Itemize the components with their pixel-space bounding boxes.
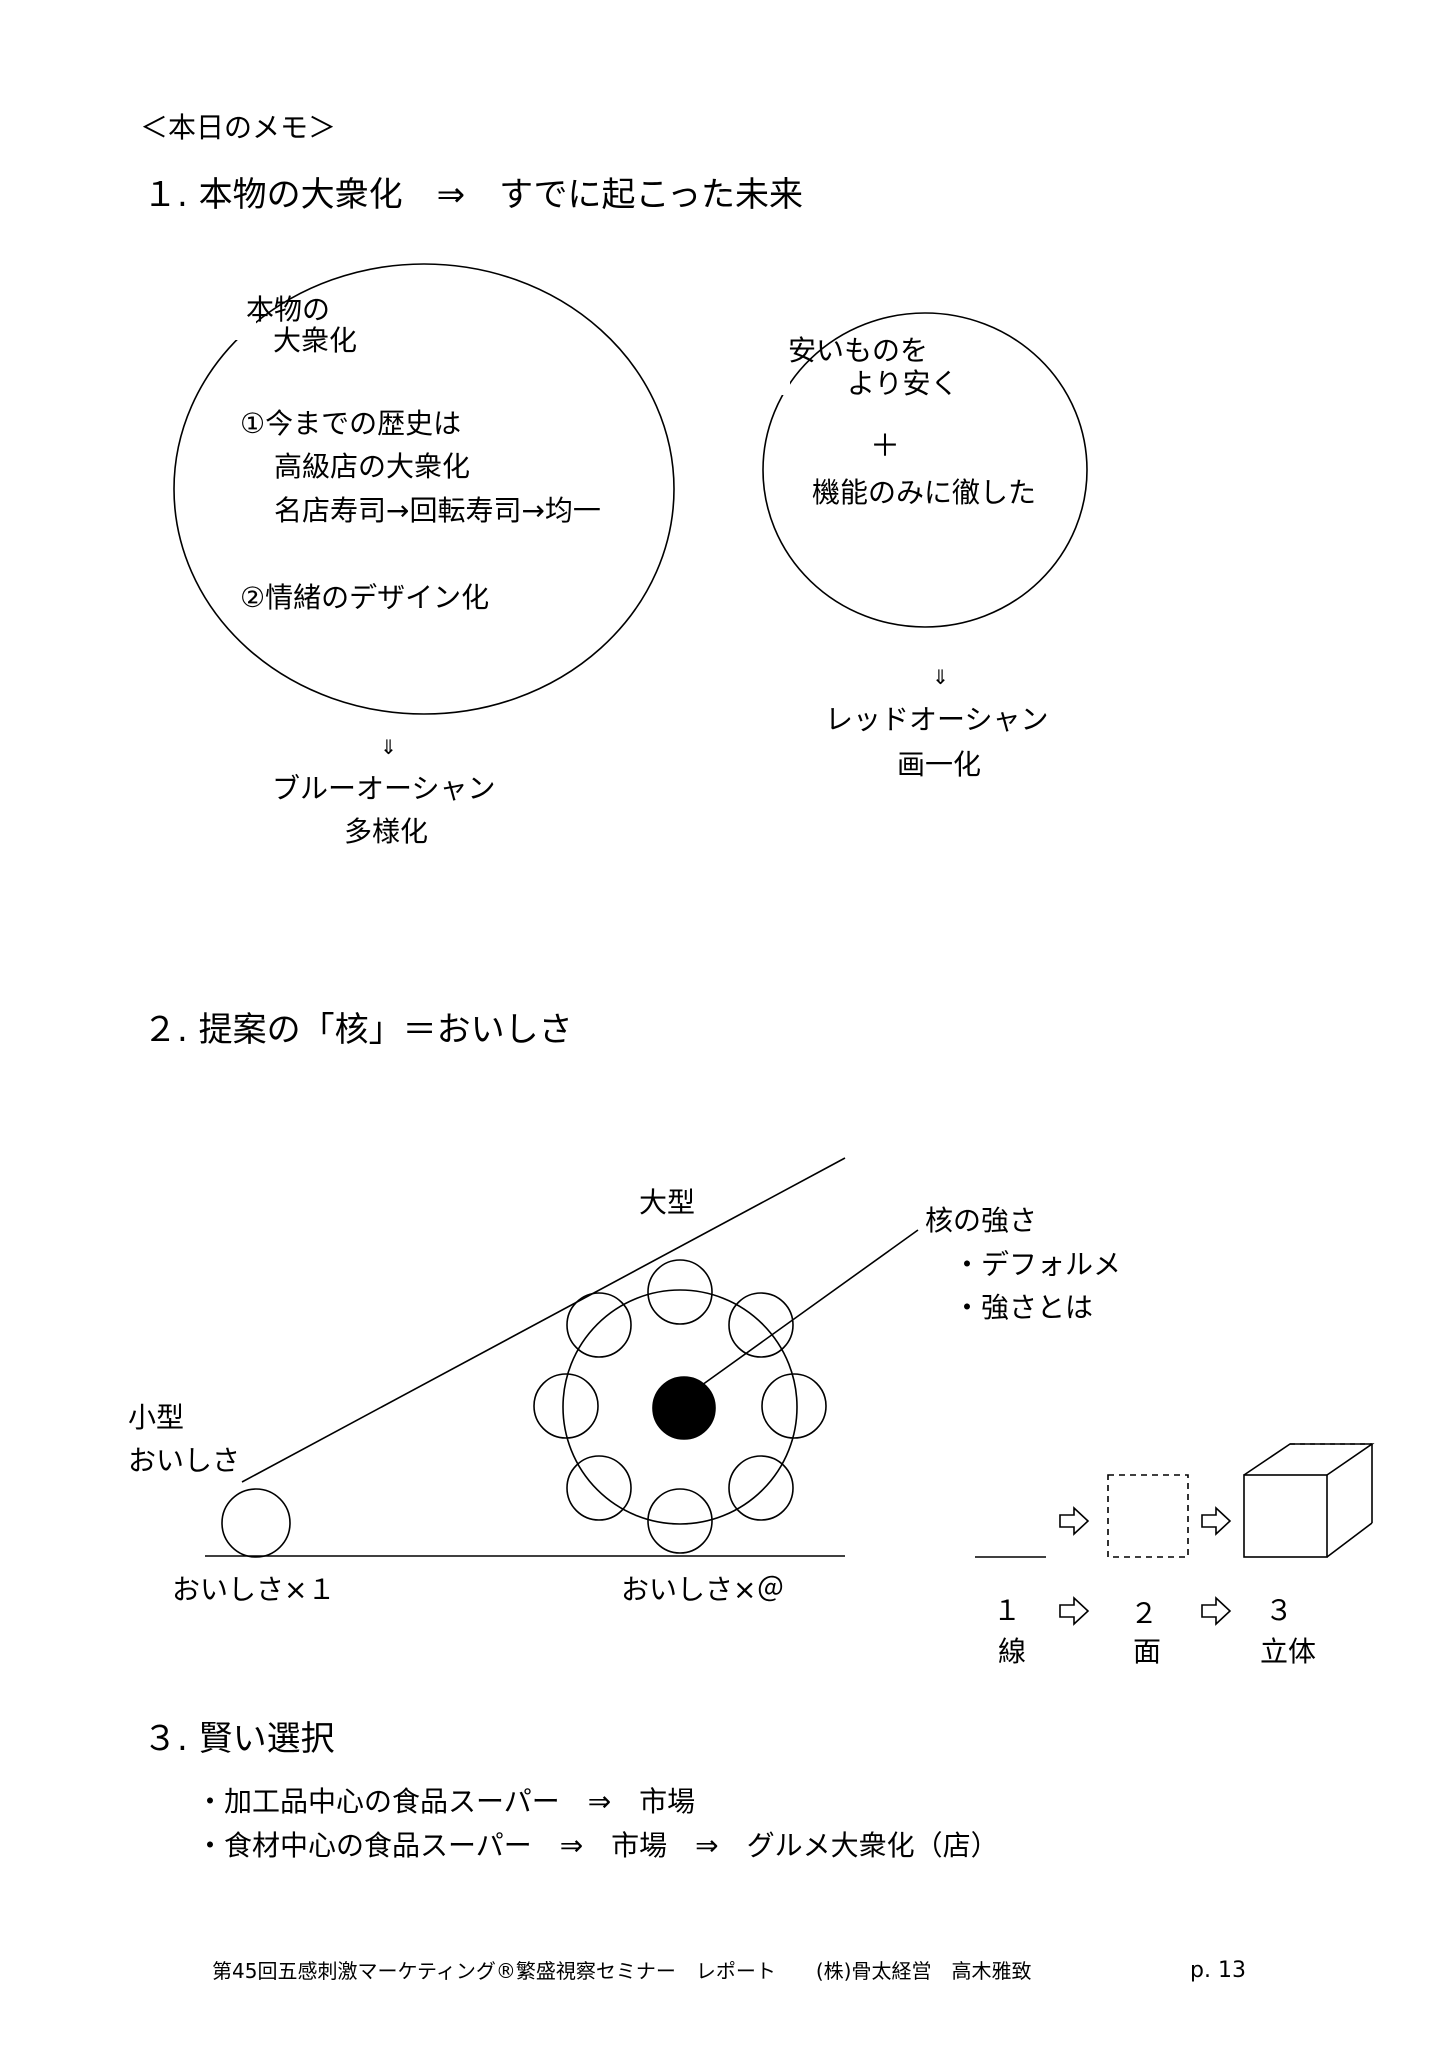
- right-circle-line-3: 機能のみに徹した: [812, 476, 1037, 509]
- arrow-right-icon-3: [1059, 1596, 1090, 1626]
- dimension-3-label: 立体: [1260, 1635, 1317, 1668]
- design-point: ②情緒のデザイン化: [240, 581, 490, 614]
- core-dot: [652, 1376, 716, 1440]
- right-circle-line-2: より安く: [847, 367, 959, 400]
- orbit-circle-top-right: [728, 1292, 794, 1358]
- dimension-1-label: 線: [998, 1635, 1027, 1668]
- orbit-circle-right: [761, 1373, 827, 1439]
- right-down-arrow: ⇓: [932, 665, 949, 689]
- small-label: 小型: [128, 1401, 185, 1434]
- oishisa-times-one: おいしさ×１: [172, 1573, 336, 1606]
- history-detail-2: 名店寿司→回転寿司→均一: [274, 494, 601, 527]
- orbit-circle-top-left: [566, 1292, 632, 1358]
- arrow-right-icon-2: [1201, 1506, 1232, 1536]
- dimension-square-2d: [1107, 1474, 1189, 1558]
- right-circle: [762, 312, 1088, 628]
- strength-bullet: ・強さとは: [953, 1291, 1094, 1324]
- arrow-right-icon-1: [1059, 1506, 1090, 1536]
- orbit-circle-bottom-left: [566, 1455, 632, 1521]
- diversification: 多様化: [344, 815, 429, 848]
- footer-text: 第45回五感刺激マーケティング®繁盛視察セミナー レポート (株)骨太経営 高木…: [212, 1959, 1032, 1983]
- arrow-right-icon-4: [1201, 1596, 1232, 1626]
- small-circle: [221, 1488, 291, 1558]
- section2-title: ２. 提案の「核」＝おいしさ: [143, 1010, 573, 1050]
- orbit-circle-bottom: [647, 1488, 713, 1554]
- dimension-cube-right-bottom: [1326, 1522, 1373, 1558]
- left-circle: [173, 263, 675, 715]
- dimension-cube-top: [1243, 1443, 1375, 1476]
- right-circle-gap: [760, 355, 790, 395]
- core-strength-label: 核の強さ: [925, 1204, 1038, 1237]
- large-label: 大型: [639, 1186, 696, 1219]
- left-circle-label-2: 大衆化: [273, 324, 358, 357]
- right-circle-line-1: 安いものを: [788, 334, 929, 367]
- choice-item-1: ・加工品中心の食品スーパー ⇒ 市場: [196, 1785, 696, 1818]
- memo-header: ＜本日のメモ＞: [140, 111, 337, 144]
- history-detail-1: 高級店の大衆化: [274, 450, 471, 483]
- plus-sign: ＋: [870, 429, 900, 464]
- oishisa-times-at: おいしさ×＠: [621, 1573, 785, 1606]
- orbit-circle-bottom-right: [728, 1455, 794, 1521]
- dimension-2-label: 面: [1133, 1635, 1162, 1668]
- orbit-circle-top: [647, 1259, 713, 1325]
- history-point: ①今までの歴史は: [240, 407, 462, 440]
- left-down-arrow: ⇓: [380, 735, 397, 759]
- deformation-bullet: ・デフォルメ: [953, 1248, 1122, 1281]
- dimension-cube-front: [1243, 1474, 1328, 1558]
- slope-line: [241, 1157, 846, 1483]
- orbit-circle-left: [533, 1373, 599, 1439]
- section3-title: ３. 賢い選択: [143, 1719, 335, 1759]
- small-oishisa-label: おいしさ: [128, 1444, 241, 1477]
- left-circle-gap: [228, 290, 256, 340]
- left-circle-label-1: 本物の: [246, 293, 331, 326]
- big-circle: [562, 1289, 798, 1525]
- dimension-3-number: ３: [1265, 1594, 1294, 1627]
- core-pointer-line: [701, 1229, 919, 1386]
- page-number: p. 13: [1190, 1958, 1246, 1983]
- blue-ocean: ブルーオーシャン: [272, 772, 496, 805]
- red-ocean: レッドオーシャン: [825, 703, 1049, 736]
- uniformity: 画一化: [897, 748, 982, 781]
- dimension-1-number: １: [993, 1594, 1022, 1627]
- choice-item-2: ・食材中心の食品スーパー ⇒ 市場 ⇒ グルメ大衆化（店）: [196, 1829, 999, 1862]
- dimension-2-number: ２: [1130, 1597, 1159, 1630]
- section1-title: １. 本物の大衆化 ⇒ すでに起こった未来: [143, 175, 804, 215]
